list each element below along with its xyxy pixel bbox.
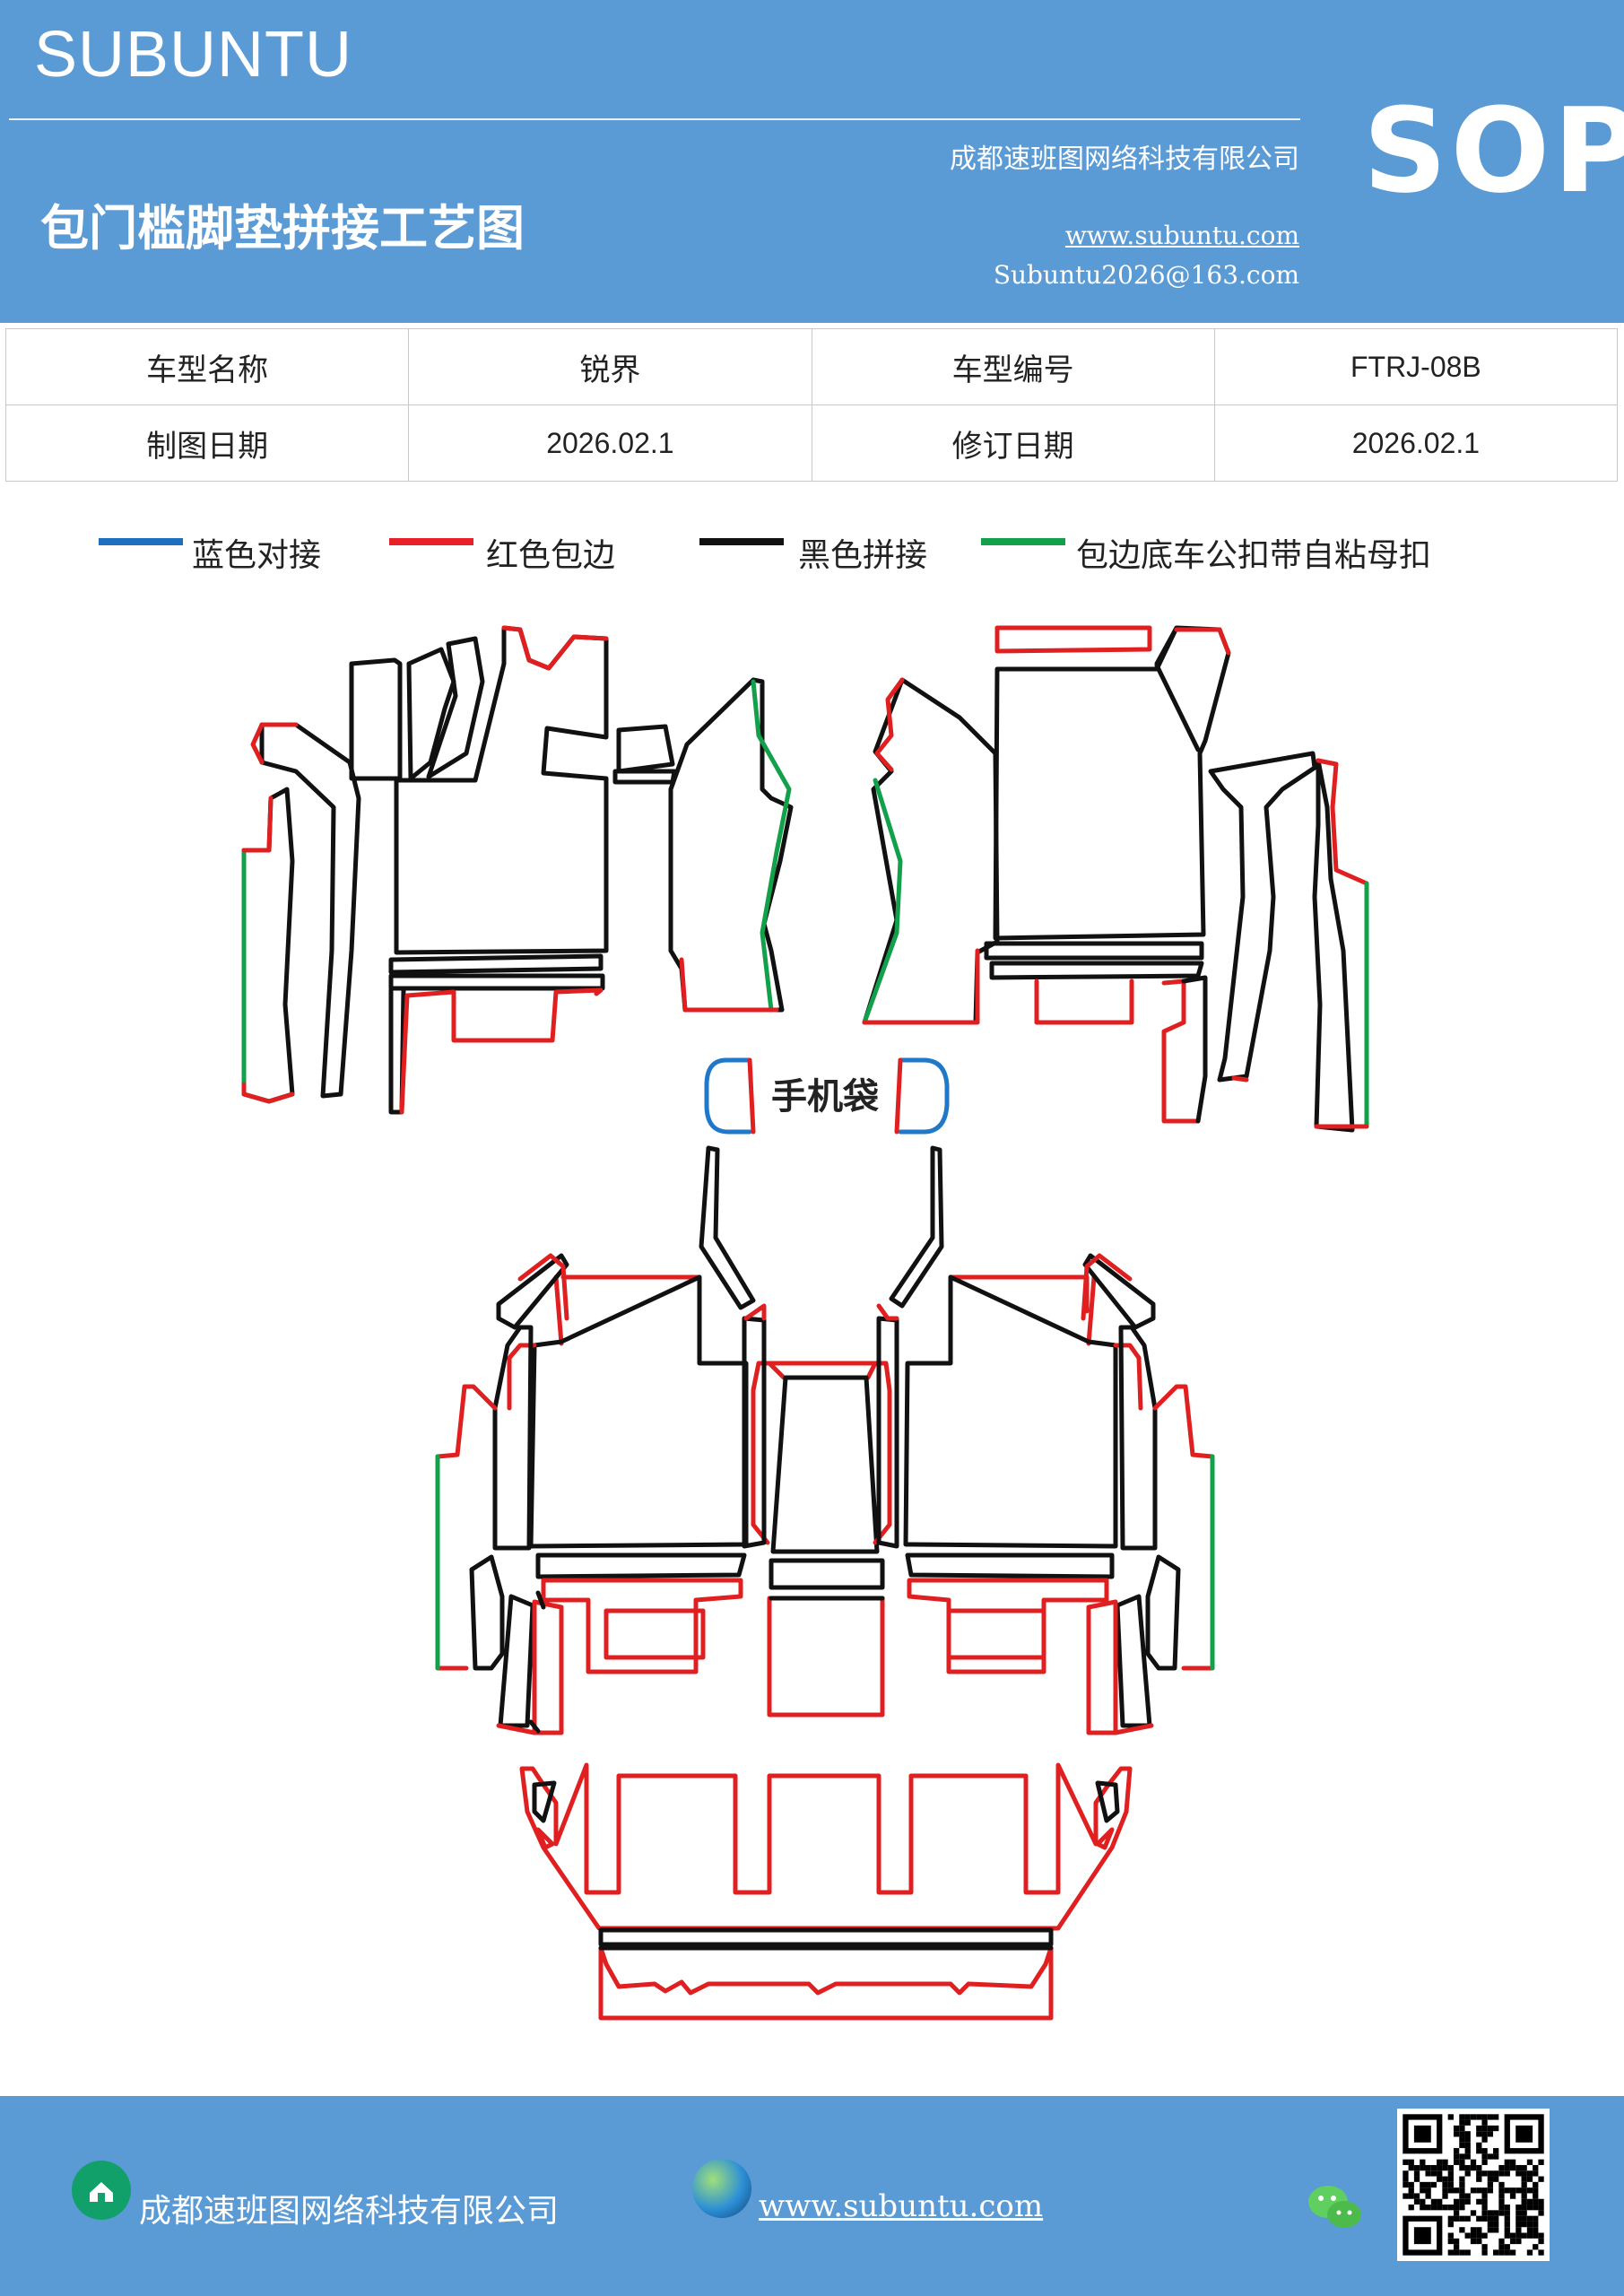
front-right-mat bbox=[862, 625, 1369, 1133]
wechat-icon[interactable] bbox=[1305, 2182, 1364, 2234]
footer-banner: 成都速班图网络科技有限公司 www.subuntu.com bbox=[0, 2096, 1624, 2296]
header-banner: SUBUNTU 包门槛脚垫拼接工艺图 成都速班图网络科技有限公司 www.sub… bbox=[0, 0, 1624, 323]
value-cell: FTRJ-08B bbox=[1213, 328, 1619, 405]
third-row-mat bbox=[519, 1762, 1133, 2021]
legend-swatch bbox=[389, 538, 473, 545]
legend-label: 红色包边 bbox=[486, 537, 616, 574]
legend-label: 蓝色对接 bbox=[192, 537, 322, 574]
legend-swatch bbox=[99, 538, 183, 545]
front-left-mat bbox=[241, 625, 794, 1115]
phone-pocket: 手机袋 bbox=[704, 1057, 950, 1135]
vehicle-info-table: 车型名称 锐界 车型编号 FTRJ-08B 制图日期 2026.02.1 修订日… bbox=[4, 328, 1619, 482]
company-name: 成都速班图网络科技有限公司 bbox=[950, 144, 1299, 175]
second-row-mats bbox=[435, 1145, 1215, 1735]
brand-name: SUBUNTU bbox=[34, 19, 353, 91]
value-cell: 2026.02.1 bbox=[1213, 404, 1619, 482]
home-icon bbox=[72, 2161, 131, 2220]
qr-code[interactable] bbox=[1397, 2109, 1550, 2261]
table-row: 制图日期 2026.02.1 修订日期 2026.02.1 bbox=[4, 404, 1619, 482]
legend-label: 黑色拼接 bbox=[798, 537, 928, 574]
label-cell: 车型名称 bbox=[4, 328, 410, 405]
legend-swatch bbox=[699, 538, 784, 545]
value-cell: 锐界 bbox=[408, 328, 812, 405]
legend-swatch bbox=[981, 538, 1065, 545]
footer-website-link[interactable]: www.subuntu.com bbox=[759, 2188, 1044, 2224]
phone-pocket-label: 手机袋 bbox=[771, 1076, 879, 1118]
website-link[interactable]: www.subuntu.com bbox=[1064, 221, 1299, 250]
globe-icon bbox=[692, 2159, 751, 2218]
legend-label: 包边底车公扣带自粘母扣 bbox=[1076, 537, 1432, 574]
document-title: 包门槛脚垫拼接工艺图 bbox=[40, 200, 525, 257]
sop-badge: SOP bbox=[1363, 83, 1624, 219]
table-row: 车型名称 锐界 车型编号 FTRJ-08B bbox=[4, 328, 1619, 405]
label-cell: 修订日期 bbox=[811, 404, 1215, 482]
footer-company-name: 成都速班图网络科技有限公司 bbox=[139, 2193, 560, 2230]
label-cell: 制图日期 bbox=[4, 404, 410, 482]
value-cell: 2026.02.1 bbox=[408, 404, 812, 482]
floor-mat-diagram: 手机袋 bbox=[241, 625, 1369, 2021]
email-address[interactable]: Subuntu2026@163.com bbox=[993, 260, 1299, 290]
color-legend: 蓝色对接 红色包边 黑色拼接 包边底车公扣带自粘母扣 bbox=[0, 529, 1624, 574]
header-divider bbox=[9, 118, 1300, 120]
label-cell: 车型编号 bbox=[811, 328, 1215, 405]
